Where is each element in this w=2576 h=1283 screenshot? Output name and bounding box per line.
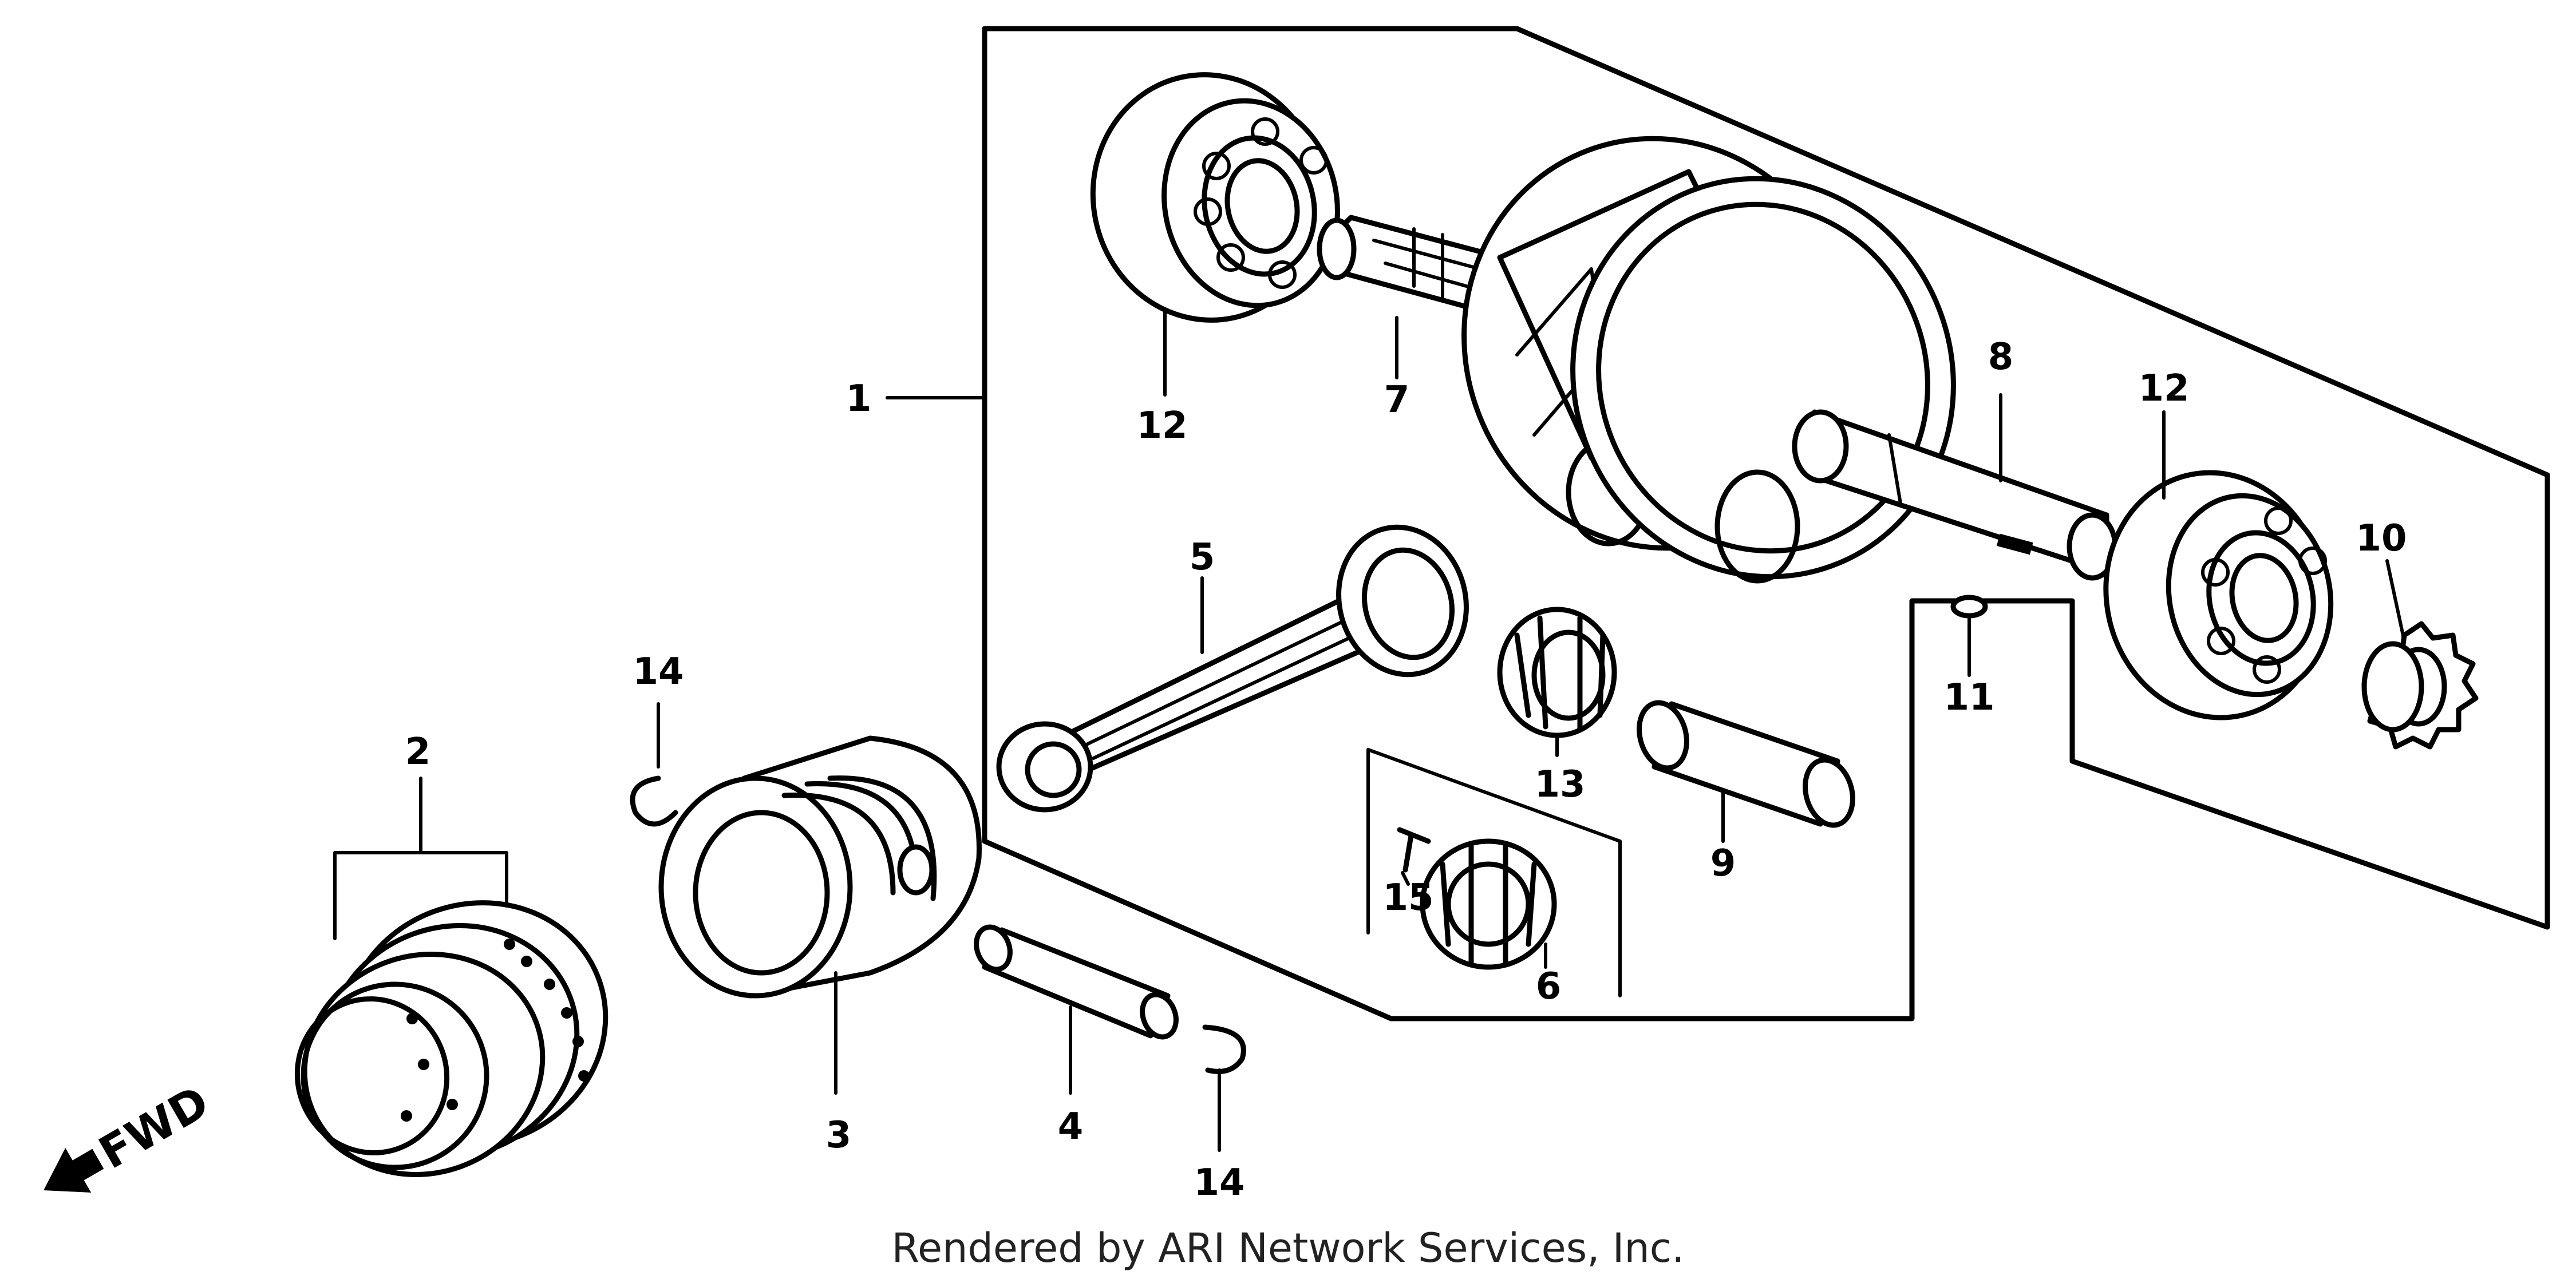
crank-pin: [1637, 700, 1855, 828]
piston-ring-set: [294, 851, 609, 1177]
needle-bearing-small-end: [1420, 838, 1557, 970]
callout-2: 2: [405, 731, 431, 773]
callout-12-right: 12: [2138, 367, 2189, 410]
leader-lines: [419, 307, 2406, 1152]
crankshaft-flywheels: [1461, 136, 1956, 584]
connecting-rod: [996, 524, 1469, 813]
callout-12-left: 12: [1136, 405, 1187, 447]
circlip-bottom: [1202, 1024, 1246, 1074]
callout-7: 7: [1384, 379, 1410, 421]
callout-4: 4: [1058, 1106, 1084, 1148]
callout-8: 8: [1988, 336, 2014, 378]
needle-bearing-big-end: [1497, 607, 1617, 738]
callout-13: 13: [1534, 763, 1585, 806]
ball-bearing-right: [2103, 470, 2334, 720]
callout-labels: 1 12 7 8 12 10 11 5 13 9 15 6 14 2 3 4 1…: [405, 336, 2407, 1204]
fwd-arrow-icon: [44, 1148, 104, 1193]
piston-pin: [974, 924, 1179, 1040]
drive-gear: [2361, 621, 2479, 750]
callout-15: 15: [1382, 877, 1433, 919]
forward-direction-indicator: FWD: [44, 1076, 218, 1193]
callout-3: 3: [826, 1114, 852, 1157]
callout-6: 6: [1536, 965, 1562, 1008]
callout-14-bottom: 14: [1194, 1162, 1244, 1204]
callout-5: 5: [1190, 536, 1215, 579]
fwd-label: FWD: [91, 1076, 218, 1179]
callout-11: 11: [1943, 676, 1994, 719]
callout-10: 10: [2356, 517, 2407, 560]
callout-9: 9: [1710, 842, 1736, 885]
crankshaft-right-shaft: [1792, 409, 2118, 581]
callout-14-top: 14: [633, 651, 683, 693]
woodruff-key: [1950, 595, 1988, 619]
piston: [658, 735, 982, 999]
callout-1: 1: [846, 378, 872, 420]
circlip-top: [630, 775, 678, 827]
footer-credit: Rendered by ARI Network Services, Inc.: [891, 1225, 1685, 1272]
small-pin: [1397, 827, 1431, 873]
assembly-group-outline: [982, 26, 2550, 1021]
ball-bearing-left: [1090, 72, 1340, 323]
